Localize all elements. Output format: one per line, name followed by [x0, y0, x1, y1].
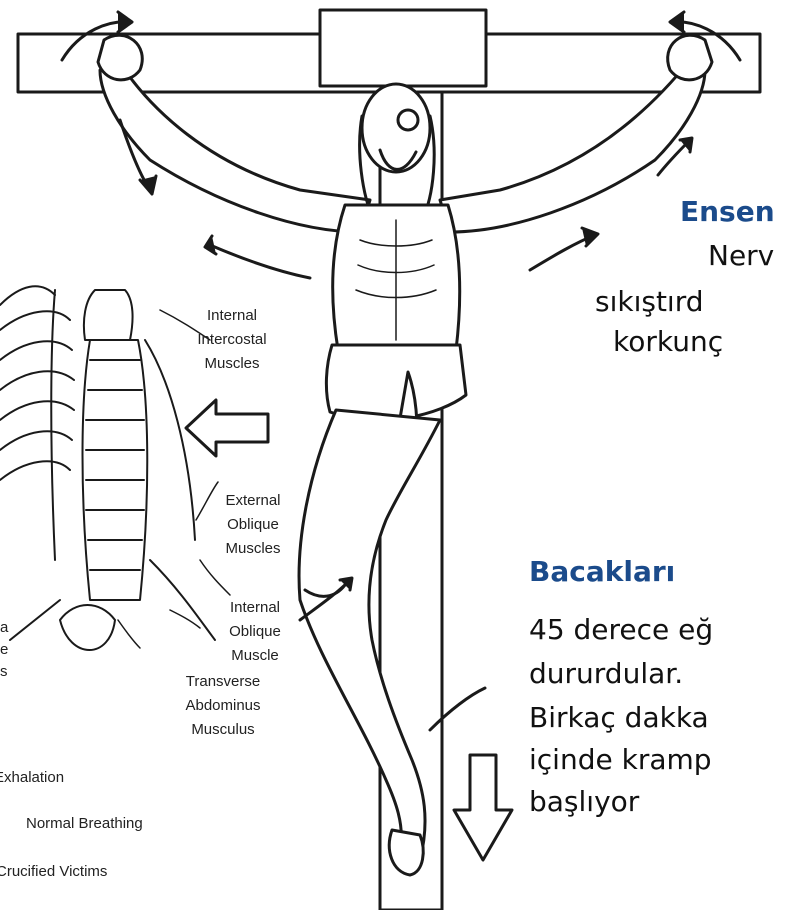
- legs-line-5: başlıyor: [529, 784, 639, 820]
- label-external-oblique-2: Oblique: [227, 516, 279, 533]
- label-internal-oblique-1: Internal: [230, 599, 280, 616]
- arrow-left-lower: [210, 245, 310, 278]
- label-exhalation: Exhalation: [0, 769, 64, 786]
- label-normal-breathing: Normal Breathing: [26, 815, 143, 832]
- label-internal-intercostal-1: Internal: [207, 307, 257, 324]
- label-transverse-2: Abdominus: [185, 697, 260, 714]
- down-arrow: [454, 755, 512, 860]
- label-cut-c: s: [0, 663, 8, 680]
- label-internal-intercostal-3: Muscles: [204, 355, 259, 372]
- neck-line-3: korkunç: [613, 324, 723, 360]
- label-internal-oblique-2: Oblique: [229, 623, 281, 640]
- legs-line-3: Birkaç dakka: [529, 700, 709, 736]
- right-hand: [668, 35, 712, 80]
- neck-line-2: sıkıştırd: [595, 284, 704, 320]
- neck-line-1: Nerv: [708, 238, 774, 274]
- label-cut-a: a: [0, 619, 9, 636]
- head: [362, 84, 430, 172]
- label-transverse-1: Transverse: [186, 673, 260, 690]
- left-pointing-arrow: [186, 400, 268, 456]
- label-internal-oblique-3: Muscle: [231, 647, 279, 664]
- label-internal-intercostal-2: Intercostal: [197, 331, 266, 348]
- left-hand: [98, 35, 142, 80]
- legs-line-1: 45 derece eğ: [529, 612, 713, 648]
- cross-title-board: [320, 10, 486, 86]
- label-transverse-3: Musculus: [191, 721, 254, 738]
- label-external-oblique-3: Muscles: [225, 540, 280, 557]
- ribcage-anatomy: [0, 286, 215, 650]
- label-external-oblique-1: External: [225, 492, 280, 509]
- label-crucified-victims: Crucified Victims: [0, 863, 107, 880]
- label-cut-b: e: [0, 641, 8, 658]
- loincloth: [326, 345, 466, 420]
- neck-heading: Ensen: [680, 194, 775, 230]
- legs-line-4: içinde kramp: [529, 742, 712, 778]
- legs-line-2: dururdular.: [529, 656, 683, 692]
- legs-heading: Bacakları: [529, 554, 675, 590]
